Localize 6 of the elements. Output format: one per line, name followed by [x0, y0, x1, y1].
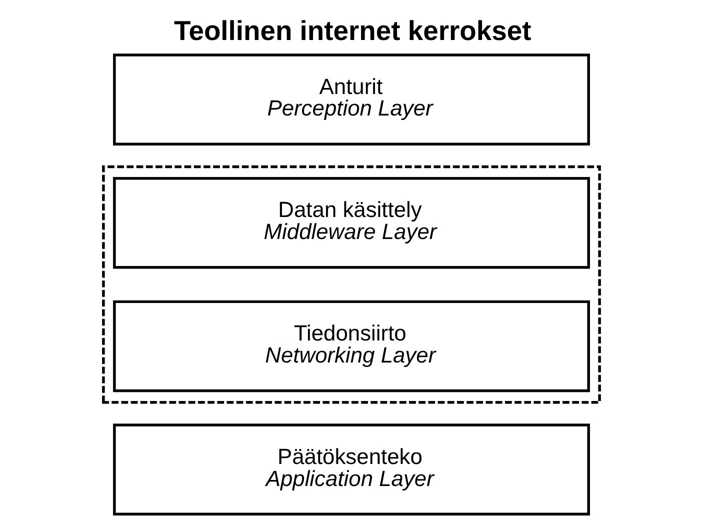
node-box: Anturit Perception Layer [112, 54, 590, 146]
node-box: Datan käsittely Middleware Layer [112, 176, 590, 269]
diagram-title: Teollinen internet kerrokset [174, 14, 531, 46]
node-box: Päätöksenteko Application Layer [112, 424, 590, 516]
cluster [102, 165, 600, 404]
node-box: Tiedonsiirto Networking Layer [112, 300, 590, 392]
